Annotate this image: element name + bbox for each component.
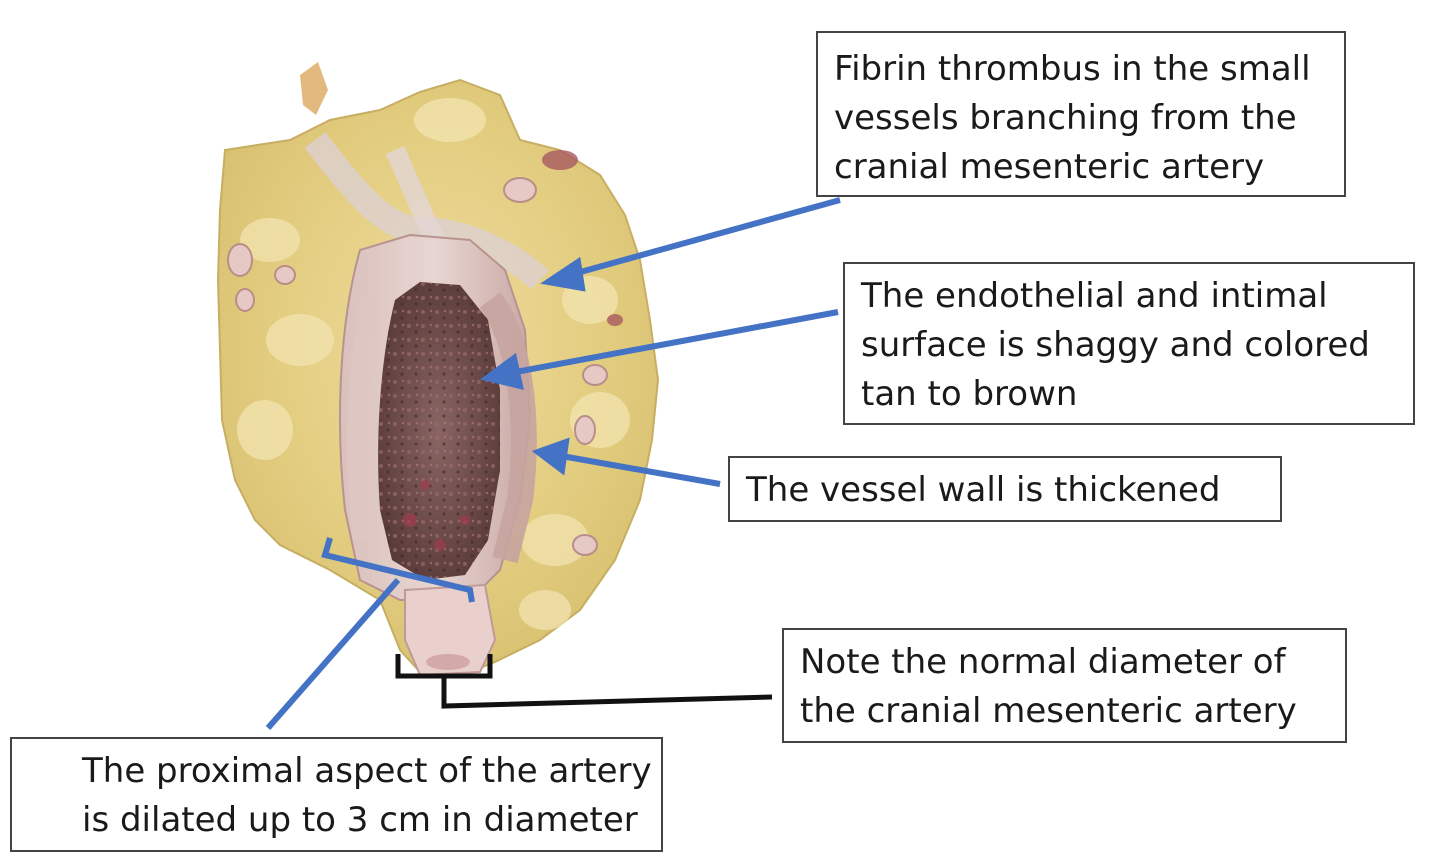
annotation-endothelial-surface: The endothelial and intimal surface is s…: [843, 262, 1415, 425]
arrow-proximal: [265, 578, 401, 730]
arrow-fibrin-head: [540, 256, 586, 292]
annotation-proximal-dilation: The proximal aspect of the artery is dil…: [10, 737, 663, 852]
artery-lumen: [378, 282, 500, 580]
annotation-line: The proximal aspect of the artery: [82, 751, 652, 791]
annotation-line: tan to brown: [861, 374, 1078, 414]
annotation-line: vessels branching from the: [834, 98, 1297, 138]
annotation-line: the cranial mesenteric artery: [800, 691, 1297, 731]
annotation-line: The vessel wall is thickened: [746, 470, 1221, 510]
annotation-normal-diameter: Note the normal diameter of the cranial …: [782, 628, 1347, 743]
arrow-endothelial: [504, 309, 839, 377]
arrow-wall-head: [531, 437, 570, 476]
annotation-line: Fibrin thrombus in the small: [834, 49, 1311, 89]
normal-diameter-bracket: [395, 654, 773, 709]
tissue-fragment: [300, 62, 328, 115]
annotation-arrows: [265, 197, 841, 730]
annotation-line: Note the normal diameter of: [800, 642, 1286, 682]
arrow-endothelial-head: [480, 352, 524, 391]
arrow-fibrin: [565, 197, 841, 279]
annotation-line: surface is shaggy and colored: [861, 325, 1370, 365]
annotation-vessel-wall: The vessel wall is thickened: [728, 456, 1282, 522]
arrow-wall: [555, 452, 721, 487]
annotation-line: The endothelial and intimal: [861, 276, 1328, 316]
annotation-line: cranial mesenteric artery: [834, 147, 1265, 187]
normal-artery-segment: [404, 583, 497, 677]
dilation-bracket: [321, 537, 475, 603]
annotation-line: is dilated up to 3 cm in diameter: [82, 800, 638, 840]
annotation-fibrin-thrombus: Fibrin thrombus in the small vessels bra…: [816, 31, 1346, 197]
